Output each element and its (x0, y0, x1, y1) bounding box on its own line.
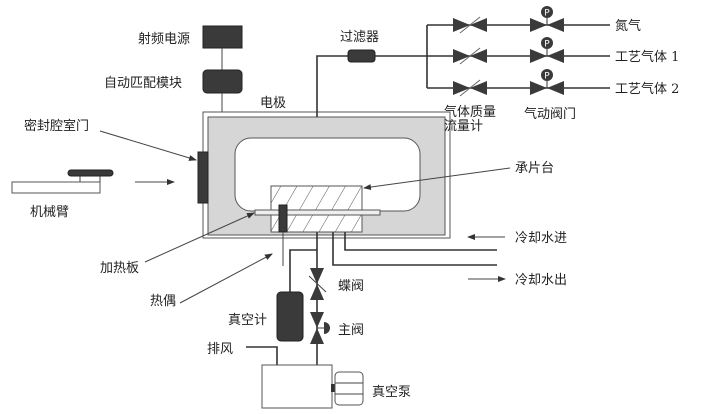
wafer-stage-label: 承片台 (515, 161, 554, 176)
heater-plate-label: 加热板 (100, 261, 139, 276)
cooling-out-pipe (332, 232, 497, 266)
gauge-line (289, 249, 317, 292)
butterfly-valve-label: 蝶阀 (338, 279, 364, 294)
robot-arm-body (11, 181, 101, 194)
mfc-label-line1: 气体质量 (444, 104, 496, 120)
door-pointer (99, 130, 197, 161)
thermocouple-label: 热偶 (150, 294, 176, 309)
process-gas-2-label: 工艺气体 2 (615, 81, 679, 97)
auto-match-label: 自动匹配模块 (104, 76, 182, 91)
mass-flow-controller (453, 16, 487, 34)
pneumatic-valve: P (530, 37, 564, 63)
stage-pointer (363, 167, 511, 191)
butterfly-valve (308, 268, 327, 300)
robot-arm-label: 机械臂 (30, 205, 69, 220)
cooling-in-pipe (344, 232, 497, 251)
filter-box (347, 49, 376, 63)
main-valve-label: 主阀 (338, 323, 364, 338)
electrode-label: 电极 (260, 96, 286, 111)
heater-pointer (144, 212, 255, 263)
pump-coupling (331, 384, 335, 392)
gas-inlet-line (316, 55, 348, 117)
robot-wafer (67, 169, 114, 177)
nitrogen-label: 氮气 (615, 18, 641, 34)
mfc-label-line2: 流量计 (444, 119, 483, 134)
vacuum-pump-body (261, 364, 333, 409)
vacuum-gauge (276, 291, 304, 342)
pressure-symbol: P (544, 40, 550, 50)
mass-flow-controller (453, 79, 487, 97)
thermocouple-probe (278, 204, 288, 233)
filter-label: 过滤器 (340, 30, 379, 45)
process-gas-1-label: 工艺气体 1 (615, 49, 679, 65)
pump-motor (334, 371, 364, 406)
thermocouple-pointer (179, 253, 273, 304)
chamber-door (197, 151, 209, 204)
main-valve (310, 312, 330, 344)
pneumatic-valve-label: 气动阀门 (524, 106, 576, 122)
pneumatic-valve: P (530, 6, 564, 32)
vacuum-pump-label: 真空泵 (372, 385, 411, 400)
vacuum-gauge-label: 真空计 (228, 313, 267, 328)
auto-match-box (202, 69, 243, 94)
chamber-door-label: 密封腔室门 (24, 118, 89, 134)
pressure-symbol: P (544, 72, 550, 82)
heater-plate (254, 209, 381, 216)
rf-power-label: 射频电源 (138, 31, 190, 47)
cooling-in-label: 冷却水进 (515, 231, 567, 246)
pressure-symbol: P (544, 9, 550, 19)
mass-flow-controller (453, 47, 487, 65)
exhaust-pipe (246, 346, 278, 365)
pneumatic-valve: P (530, 69, 564, 95)
cooling-out-label: 冷却水出 (515, 273, 567, 288)
exhaust-label: 排风 (207, 342, 233, 357)
rf-power-box (202, 25, 243, 49)
